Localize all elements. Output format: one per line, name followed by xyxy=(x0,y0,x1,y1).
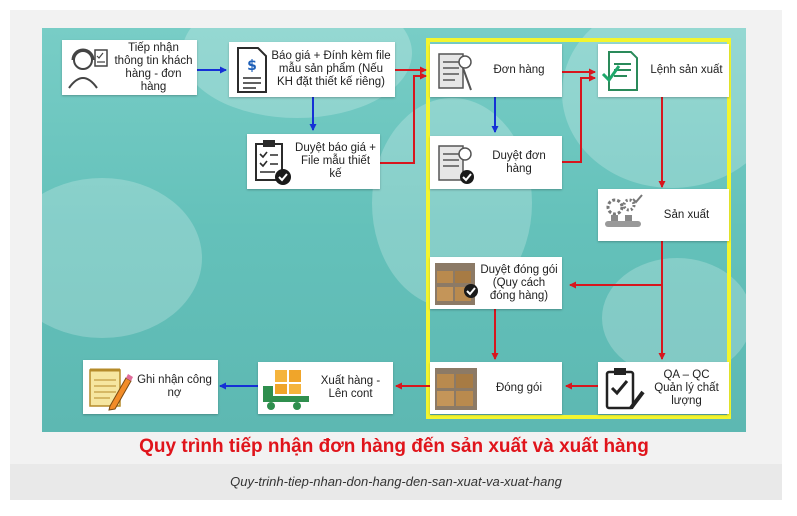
node-label: QA – QC Quản lý chất lượng xyxy=(654,368,719,407)
node-label: Xuất hàng - Lên cont xyxy=(320,375,381,400)
image-caption: Quy-trinh-tiep-nhan-don-hang-den-san-xua… xyxy=(230,474,562,489)
node-duyet-dong-goi: Duyệt đóng gói (Quy cách đóng hàng) xyxy=(430,257,562,309)
invoice-dollar-icon: $ xyxy=(237,47,267,93)
node-qa-qc: QA – QC Quản lý chất lượng xyxy=(598,362,729,414)
arrow-duyet-bao-gia-to-don-hang xyxy=(380,72,427,164)
node-label: Đóng gói xyxy=(495,381,543,394)
node-label: Tiếp nhận thông tin khách hàng - đơn hàn… xyxy=(114,41,193,93)
node-label: Báo giá + Đính kèm file mẫu sản phẩm (Nế… xyxy=(271,50,391,88)
node-label: Lệnh sản xuất xyxy=(650,64,723,76)
packaging-boxes-approved-icon xyxy=(435,263,478,305)
node-label: Duyệt đóng gói (Quy cách đóng hàng) xyxy=(480,263,558,302)
caption-bar: Quy-trinh-tiep-nhan-don-hang-den-san-xua… xyxy=(10,464,782,500)
svg-text:$: $ xyxy=(247,58,257,74)
order-checklist-icon xyxy=(438,53,472,91)
node-tiep-nhan: Tiếp nhận thông tin khách hàng - đơn hàn… xyxy=(62,40,197,95)
packaged-boxes-icon xyxy=(435,368,477,410)
node-lenh-san-xuat: Lệnh sản xuất xyxy=(598,44,729,97)
node-ghi-nhan: Ghi nhận công nợ xyxy=(83,360,218,414)
node-san-xuat: Sản xuất xyxy=(598,189,729,241)
quality-check-clipboard-icon xyxy=(605,368,645,410)
node-label: Đơn hàng xyxy=(493,64,545,76)
node-xuat-hang: Xuất hàng - Lên cont xyxy=(258,362,393,414)
customer-service-icon xyxy=(68,48,108,89)
node-don-hang: Đơn hàng xyxy=(430,44,562,97)
diagram-title: Quy trình tiếp nhận đơn hàng đến sản xuấ… xyxy=(139,436,649,457)
node-dong-goi: Đóng gói xyxy=(430,362,562,414)
production-order-icon xyxy=(601,51,638,91)
gears-conveyor-icon xyxy=(605,194,643,227)
node-label: Duyệt báo giá + File mẫu thiết kế xyxy=(295,142,376,180)
delivery-truck-icon xyxy=(263,370,309,410)
production-highlight-frame xyxy=(426,38,731,419)
arrow-duyet-don-hang-to-lenh-san-xuat xyxy=(562,74,596,163)
approved-checklist-icon xyxy=(255,140,291,185)
node-bao-gia: $ Báo giá + Đính kèm file mẫu sản phẩm (… xyxy=(229,42,395,97)
node-label: Sản xuất xyxy=(663,208,710,221)
node-label: Duyệt đơn hàng xyxy=(492,149,546,175)
node-duyet-bao-gia: Duyệt báo giá + File mẫu thiết kế xyxy=(247,134,380,189)
node-duyet-don-hang: Duyệt đơn hàng xyxy=(430,136,562,189)
order-approved-icon xyxy=(438,145,474,184)
notepad-pencil-icon xyxy=(89,368,133,411)
node-label: Ghi nhận công nợ xyxy=(137,374,212,399)
